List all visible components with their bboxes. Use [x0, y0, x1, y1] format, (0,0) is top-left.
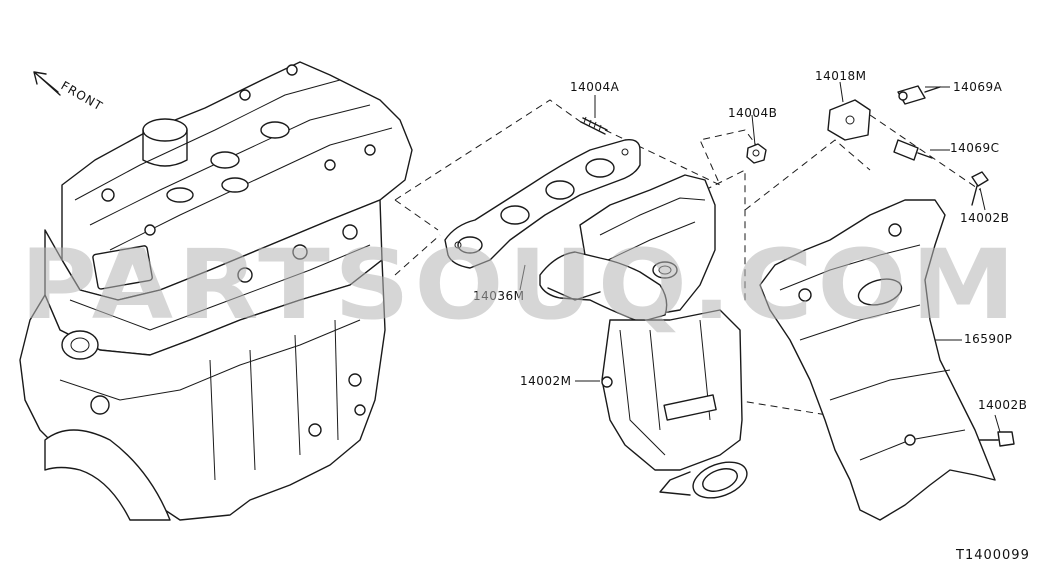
stud-part	[580, 116, 608, 135]
front-arrow-icon	[33, 71, 61, 96]
callout-16590p: 16590P	[964, 332, 1012, 346]
bolt-cat-part	[601, 376, 613, 388]
callout-14069a: 14069A	[953, 80, 1003, 94]
callout-14036m: 14036M	[473, 289, 525, 303]
nut-part	[746, 143, 767, 164]
callout-14004a: 14004A	[570, 80, 620, 94]
callout-14002b-lower: 14002B	[978, 398, 1027, 412]
bracket-part	[827, 99, 871, 141]
callout-14069c: 14069C	[950, 141, 1000, 155]
gasket-part	[444, 139, 641, 269]
leader-lines	[519, 81, 1001, 433]
heat-shield-part	[759, 199, 996, 521]
callout-14002b-upper: 14002B	[960, 211, 1009, 225]
sensor-c-part	[893, 139, 933, 161]
bolt-lower-part	[979, 431, 1015, 447]
callout-14004b: 14004B	[728, 106, 777, 120]
callout-14002m: 14002M	[520, 374, 572, 388]
drawing-reference-number: T1400099	[955, 548, 1030, 563]
engine-assembly	[19, 61, 413, 521]
front-label: FRONT	[59, 78, 106, 113]
bolt-upper-part	[971, 171, 989, 206]
callout-14018m: 14018M	[815, 69, 867, 83]
exhaust-manifold-part	[539, 174, 748, 499]
assembly-lines	[394, 99, 981, 436]
watermark-text: PARTSOUQ.COM	[20, 229, 1020, 341]
sensor-a-part	[897, 85, 941, 105]
